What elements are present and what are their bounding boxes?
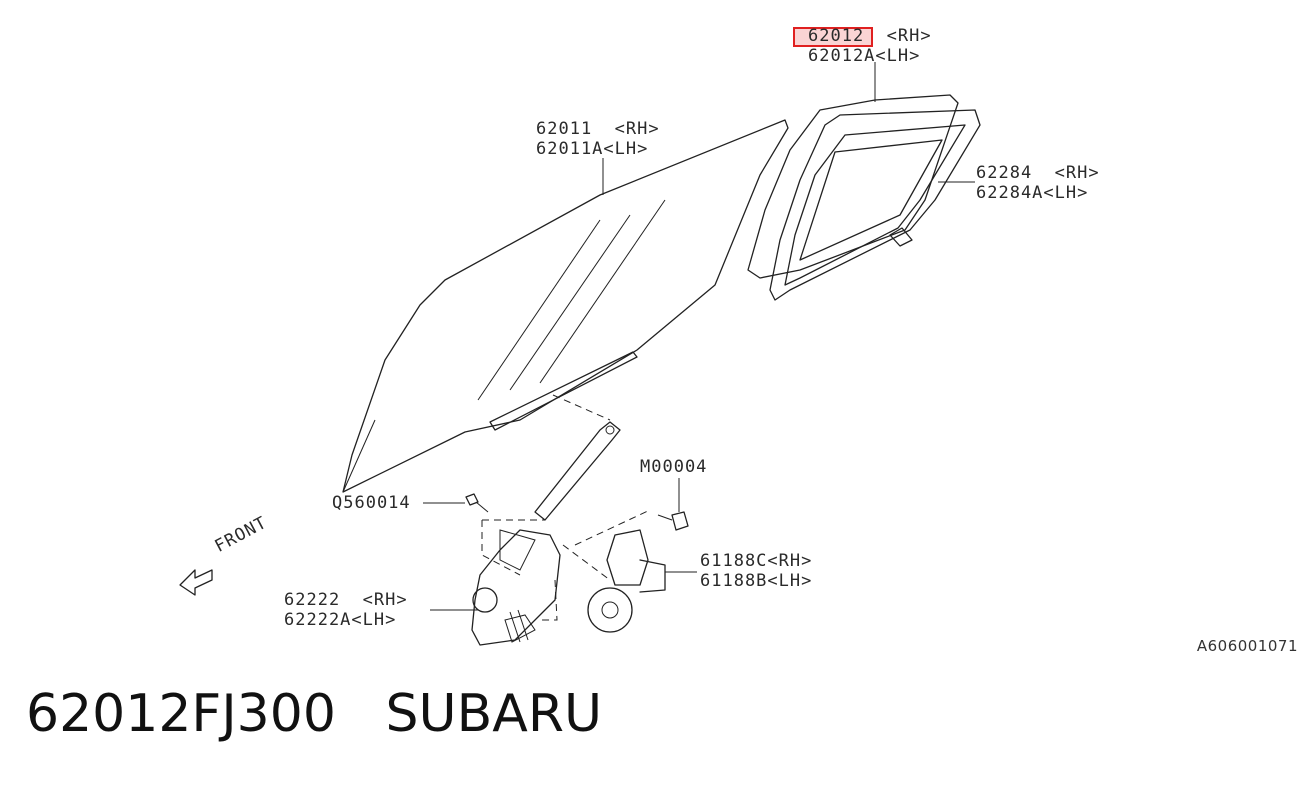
regulator-motor [587,529,697,633]
bolt-m00004 [657,478,689,531]
highlighted-part-box [793,27,873,47]
weatherstrip-frame [769,109,981,301]
screw-q560014 [423,493,489,513]
label-62011-lh: 62011A<LH> [536,139,649,159]
label-m00004: M00004 [640,457,708,477]
window-regulator [471,421,621,646]
label-62222-rh: 62222 <RH> [284,590,408,610]
label-62012-lh: 62012A<LH> [808,46,921,66]
assembly-guide-lines [481,394,651,621]
rear-quarter-glass [747,94,959,279]
label-62284-rh: 62284 <RH> [976,163,1100,183]
label-62012-rh: 62012 <RH> [808,26,932,46]
caption: 62012FJ300 SUBARU [26,684,602,744]
label-62284-lh: 62284A<LH> [976,183,1089,203]
diagram-code: A606001071 [1196,637,1298,655]
label-q560014: Q560014 [332,493,411,513]
caption-part-number: 62012FJ300 [26,684,336,744]
label-62011-rh: 62011 <RH> [536,119,660,139]
front-arrow-icon [179,569,213,596]
caption-brand: SUBARU [385,684,603,744]
label-61188-lh: 61188B<LH> [700,571,813,591]
label-61188-rh: 61188C<RH> [700,551,813,571]
front-door-glass [342,119,789,493]
label-62222-lh: 62222A<LH> [284,610,397,630]
